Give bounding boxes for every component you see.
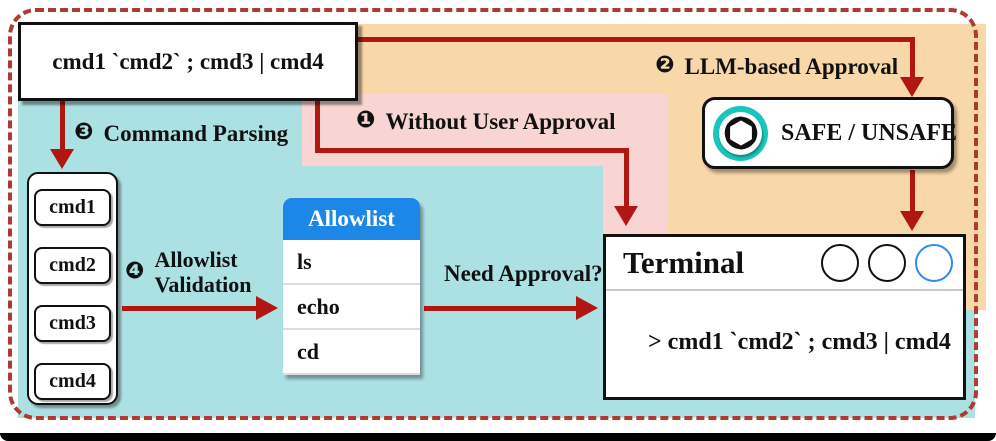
label-without-user-approval-text: Without User Approval	[385, 109, 616, 134]
openai-logo-inner	[719, 111, 762, 155]
label-command-parsing: ❸ Command Parsing	[74, 121, 288, 147]
arrow-stack-to-allowlist-head	[256, 296, 278, 320]
step-3-badge: ❸	[74, 119, 94, 145]
dashed-boundary	[8, 8, 978, 420]
arrow-input-to-llm-head	[900, 77, 924, 97]
label-allowlist-validation-text: Allowlist Validation	[154, 247, 252, 297]
label-need-approval: Need Approval?	[444, 261, 603, 286]
label-llm-based-approval: ❷ LLM-based Approval	[655, 54, 898, 80]
arrow-allowlist-to-terminal-line	[424, 306, 578, 311]
allowlist-entry-ls: ls	[283, 240, 420, 285]
arrow-input-to-llm-hline	[352, 37, 915, 42]
window-bottom-edge	[0, 433, 996, 441]
step-1-badge: ❶	[356, 107, 376, 133]
arrow-llm-to-terminal-head	[900, 211, 924, 231]
terminal-prompt-line: > cmd1 `cmd2` ; cmd3 | cmd4	[648, 329, 951, 355]
arrow-input-to-terminal-vline1	[315, 95, 320, 152]
openai-logo-icon	[713, 105, 768, 161]
allowlist-table-header: Allowlist	[283, 198, 420, 240]
llm-verdict-box: SAFE / UNSAFE	[702, 97, 958, 169]
terminal-header: Terminal	[606, 237, 963, 291]
terminal-window-button-2	[868, 244, 906, 282]
label-without-user-approval: ❶ Without User Approval	[356, 109, 616, 135]
llm-verdict-text: SAFE / UNSAFE	[781, 119, 958, 146]
arrow-input-to-terminal-hline	[315, 148, 629, 153]
arrow-stack-to-allowlist-line	[122, 306, 258, 311]
terminal-title: Terminal	[623, 245, 745, 280]
allowlist-entry-echo: echo	[283, 285, 420, 330]
label-llm-based-approval-text: LLM-based Approval	[684, 54, 899, 79]
terminal-window-buttons	[821, 244, 953, 282]
terminal-window: Terminal > cmd1 `cmd2` ; cmd3 | cmd4	[603, 234, 966, 400]
label-command-parsing-text: Command Parsing	[103, 121, 289, 146]
allowlist-entry-cd: cd	[283, 330, 420, 375]
input-command-box: cmd1 `cmd2` ; cmd3 | cmd4	[18, 22, 358, 101]
parsed-command-4: cmd4	[34, 363, 111, 400]
parsed-command-stack: cmd1 cmd2 cmd3 cmd4	[27, 172, 118, 405]
terminal-window-button-3	[915, 244, 953, 282]
parsed-command-1: cmd1	[34, 189, 111, 226]
terminal-body: > cmd1 `cmd2` ; cmd3 | cmd4	[606, 291, 963, 356]
arrow-input-to-stack-head	[50, 149, 74, 169]
arrow-input-to-llm-vline	[910, 37, 915, 79]
arrow-llm-to-terminal-line	[910, 170, 915, 212]
terminal-window-button-1	[821, 244, 859, 282]
input-command-text: cmd1 `cmd2` ; cmd3 | cmd4	[52, 48, 324, 74]
step-2-badge: ❷	[655, 52, 675, 78]
parsed-command-3: cmd3	[34, 305, 111, 342]
arrow-input-to-stack-line	[60, 95, 65, 151]
step-4-badge: ❹	[125, 258, 145, 284]
label-allowlist-validation: ❹ Allowlist Validation	[125, 247, 252, 297]
arrow-input-to-terminal-head	[614, 206, 638, 226]
arrow-allowlist-to-terminal-head	[576, 296, 598, 320]
allowlist-table: Allowlist ls echo cd	[283, 198, 420, 375]
arrow-input-to-terminal-vline2	[624, 148, 629, 208]
parsed-command-2: cmd2	[34, 247, 111, 284]
